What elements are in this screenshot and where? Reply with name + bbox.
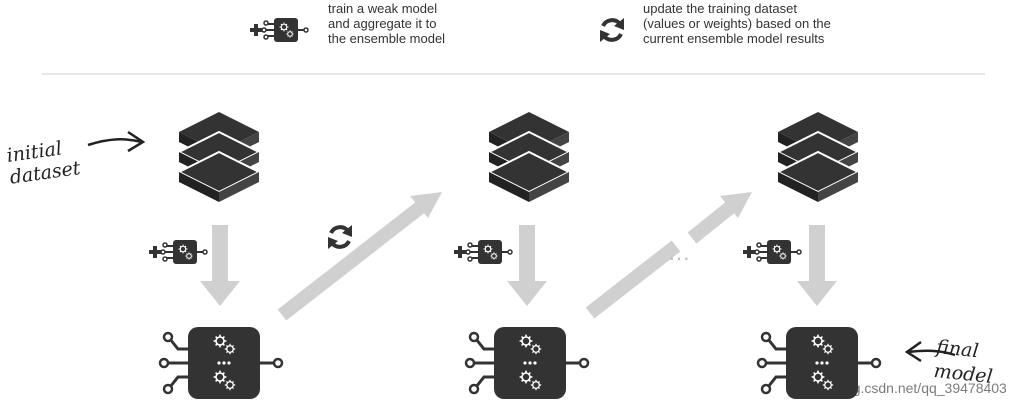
ensemble-model-1: [160, 327, 282, 399]
final-model-arrow: [907, 349, 956, 357]
legend-update-text: update the training dataset (values or w…: [643, 1, 831, 46]
dataset-stack-3: [777, 111, 859, 203]
initial-dataset-arrow: [87, 138, 143, 147]
train-arrows: [200, 225, 837, 306]
dataset-stack-1: [178, 111, 260, 203]
dataset-stack-2: [488, 111, 570, 203]
plus-weak-model-icon: [743, 240, 801, 264]
ensemble-model-final: [758, 327, 880, 399]
cycle-arrows-icon: [598, 16, 626, 44]
cycle-arrows-icon: [326, 223, 354, 251]
plus-weak-model-icon: [250, 18, 308, 42]
update-arrows: [277, 192, 752, 321]
ensemble-model-2: [466, 327, 588, 399]
legend-train-text: train a weak model and aggregate it to t…: [328, 1, 446, 46]
plus-weak-model-icon: [149, 240, 207, 264]
ellipsis: ···: [668, 245, 690, 270]
plus-weak-model-icon: [454, 240, 512, 264]
